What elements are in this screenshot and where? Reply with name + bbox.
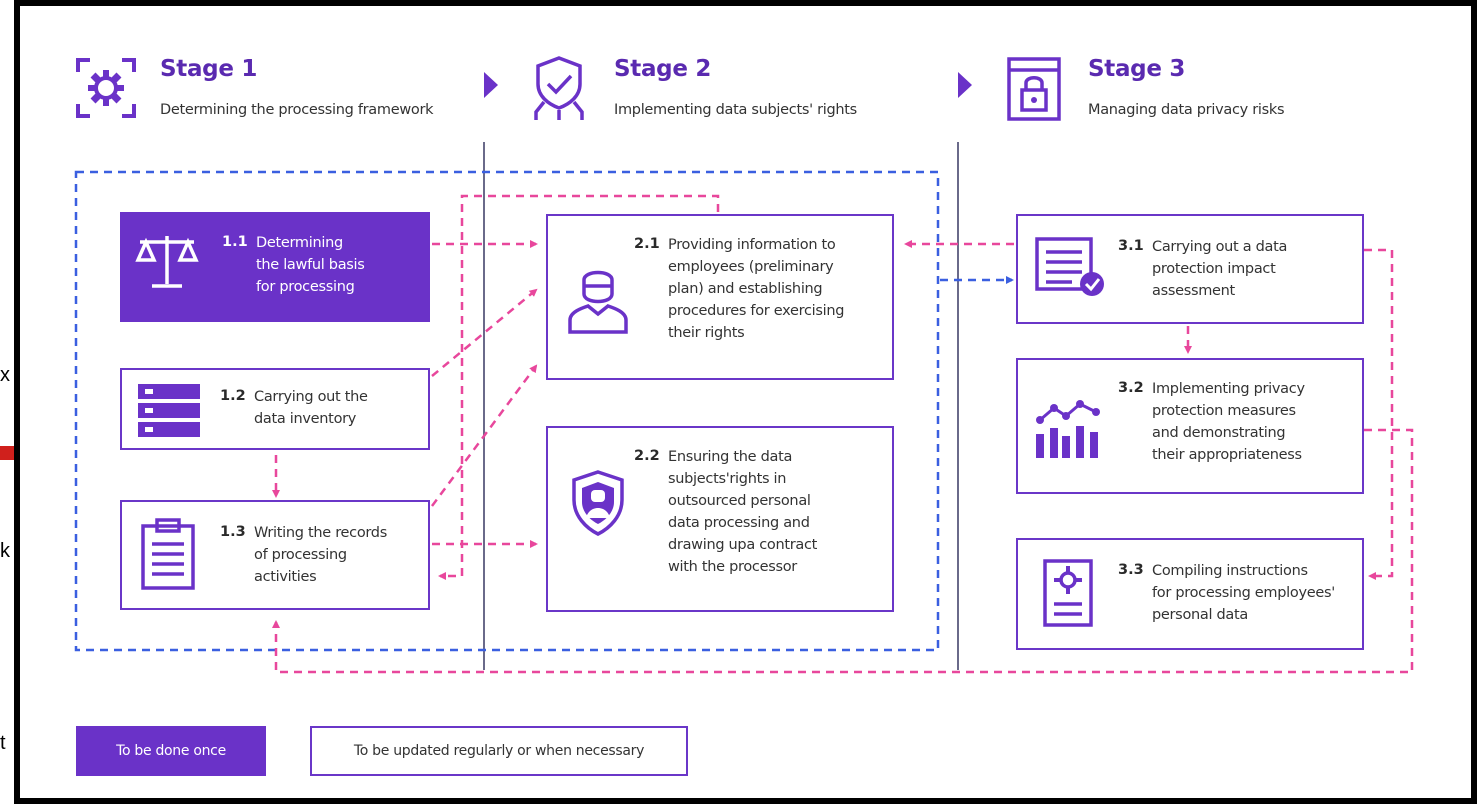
step-3-3-number: 3.3 — [1118, 562, 1144, 578]
document-check-icon — [1035, 237, 1104, 296]
step-3-2-number: 3.2 — [1118, 380, 1144, 396]
step-2-2-number: 2.2 — [634, 448, 660, 464]
step-3-1-line: Carrying out a data — [1152, 239, 1288, 255]
step-3-2-line: and demonstrating — [1152, 425, 1286, 441]
step-3-3-box: 3.3 Compiling instructions for processin… — [1016, 538, 1364, 650]
stage-3-title: Stage 3 — [1088, 56, 1186, 82]
document-gear-icon — [1043, 559, 1093, 627]
person-shield-icon — [572, 470, 624, 536]
step-1-1-number: 1.1 — [222, 234, 248, 250]
scales-icon — [135, 236, 199, 288]
step-3-3-line: Compiling instructions — [1152, 563, 1308, 579]
step-2-2-line: outsourced personal — [668, 493, 811, 509]
stage-arrow — [958, 72, 972, 98]
server-icon — [138, 384, 200, 437]
stage-3-subtitle: Managing data privacy risks — [1088, 102, 1285, 118]
edge-text-fragment: k — [0, 540, 10, 562]
step-1-1-box: 1.1 Determining the lawful basis for pro… — [120, 212, 430, 322]
feedback-loop-arrow — [272, 428, 1414, 674]
step-2-2-line: subjects'rights in — [668, 471, 787, 487]
gear-icon — [76, 58, 136, 118]
step-3-3-line: personal data — [1152, 607, 1248, 623]
step-1-3-line: Writing the records — [254, 525, 387, 541]
step-3-1-line: protection impact — [1152, 261, 1276, 277]
arrow-3-1-to-3-3 — [1364, 248, 1394, 580]
step-2-1-number: 2.1 — [634, 236, 660, 252]
clipboard-icon — [141, 518, 195, 590]
step-3-1-number: 3.1 — [1118, 238, 1144, 254]
lock-window-icon — [1007, 57, 1061, 121]
step-3-2-line: Implementing privacy — [1152, 381, 1305, 397]
step-1-1-line: for processing — [256, 279, 355, 295]
edge-text-fragment: t — [0, 732, 6, 754]
step-2-1-line: plan) and establishing — [668, 281, 823, 297]
step-3-1-box: 3.1 Carrying out a data protection impac… — [1016, 214, 1364, 324]
stage-arrow — [484, 72, 498, 98]
step-2-1-line: procedures for exercising — [668, 303, 845, 319]
step-2-1-line: employees (preliminary — [668, 259, 834, 275]
step-2-2-line: data processing and — [668, 515, 810, 531]
step-2-1-line: Providing information to — [668, 237, 836, 253]
arrow-1-2-to-2-1 — [431, 288, 538, 377]
arrow-2-1-to-1-3 — [438, 194, 720, 580]
step-3-2-box: 3.2 Implementing privacy protection meas… — [1016, 358, 1364, 494]
step-2-1-line: their rights — [668, 325, 745, 341]
step-3-3-line: for processing employees' — [1152, 585, 1335, 601]
step-1-2-box: 1.2 Carrying out the data inventory — [120, 368, 430, 450]
step-3-2-line: protection measures — [1152, 403, 1296, 419]
step-2-1-box: 2.1 Providing information to employees (… — [546, 214, 894, 380]
step-2-2-line: with the processor — [668, 559, 797, 575]
step-1-1-line: the lawful basis — [256, 257, 365, 273]
arrow-1-3-to-2-1 — [430, 364, 538, 507]
step-3-2-line: their appropriateness — [1152, 447, 1302, 463]
red-bar-left — [0, 446, 16, 460]
stage-2-title: Stage 2 — [614, 56, 712, 82]
step-1-3-number: 1.3 — [220, 524, 246, 540]
step-1-1-line: Determining — [256, 235, 343, 251]
legend-once: To be done once — [76, 726, 266, 776]
bar-chart-icon — [1036, 400, 1100, 458]
shield-check-icon — [534, 56, 584, 120]
step-3-1-line: assessment — [1152, 283, 1235, 299]
step-1-2-number: 1.2 — [220, 388, 246, 404]
step-2-2-box: 2.2 Ensuring the data subjects'rights in… — [546, 426, 894, 612]
legend-regular: To be updated regularly or when necessar… — [310, 726, 688, 776]
step-1-2-line: data inventory — [254, 411, 357, 427]
stage-2-subtitle: Implementing data subjects' rights — [614, 102, 857, 118]
step-2-2-line: drawing upa contract — [668, 537, 818, 553]
step-1-3-line: of processing — [254, 547, 347, 563]
step-1-3-line: activities — [254, 569, 317, 585]
stage-1-subtitle: Determining the processing framework — [160, 102, 434, 118]
step-1-3-box: 1.3 Writing the records of processing ac… — [120, 500, 430, 610]
stage-1-title: Stage 1 — [160, 56, 258, 82]
stage-group-frame — [74, 170, 940, 652]
step-2-2-line: Ensuring the data — [668, 449, 793, 465]
edge-text-fragment: x — [0, 364, 10, 386]
person-icon — [568, 270, 628, 334]
step-1-2-line: Carrying out the — [254, 389, 368, 405]
